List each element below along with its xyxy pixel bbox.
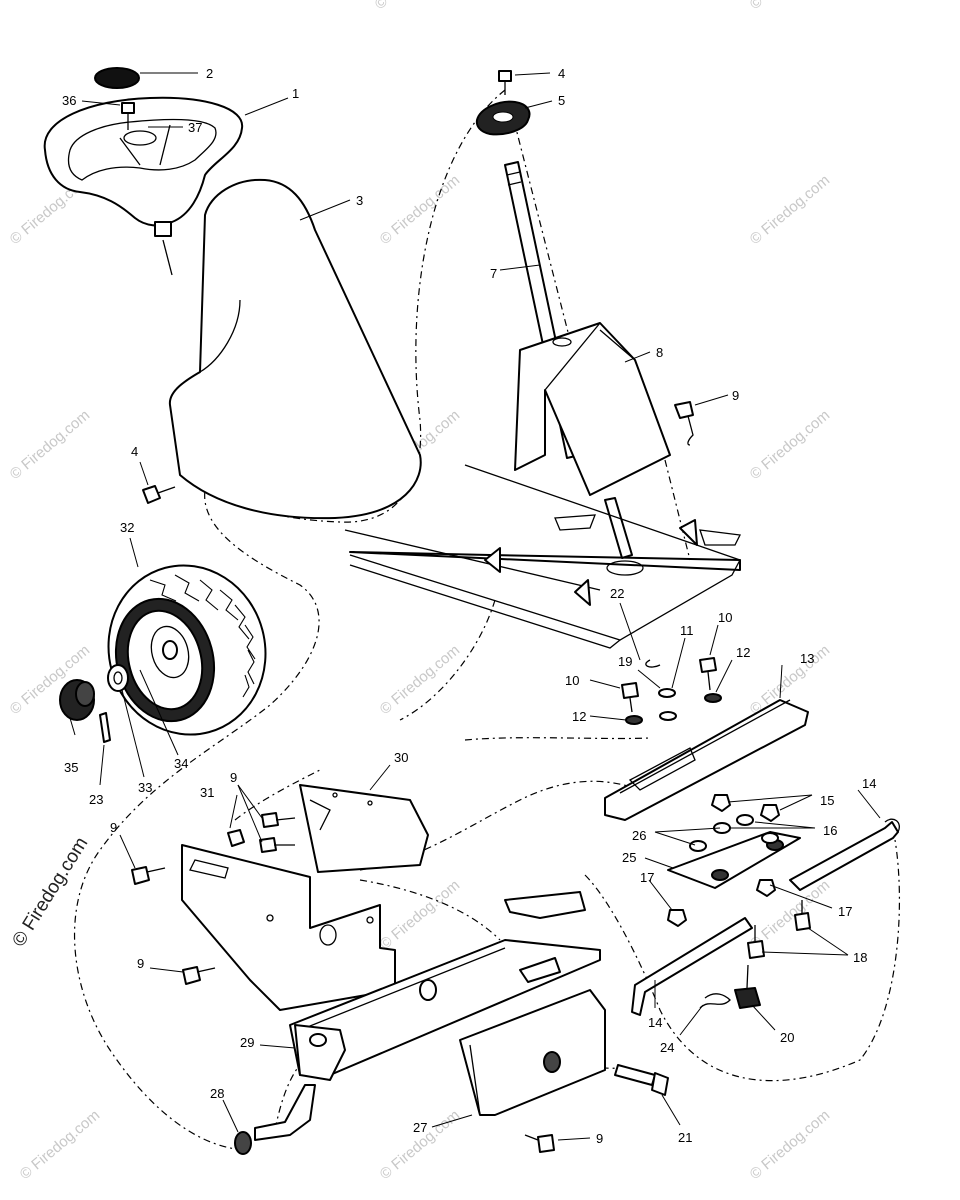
callout-12: 12 xyxy=(736,645,750,660)
callout-9: 9 xyxy=(230,770,237,785)
callout-22: 22 xyxy=(610,586,624,601)
spindle-28 xyxy=(234,1084,316,1155)
watermark: © Firedog.com xyxy=(377,1107,463,1183)
axle-bracket xyxy=(181,844,396,1011)
nut-31 xyxy=(227,829,245,847)
cotter-pin-23 xyxy=(99,712,111,743)
callout-1: 1 xyxy=(292,86,299,101)
ball-joint-20 xyxy=(734,964,761,1009)
callout-28: 28 xyxy=(210,1086,224,1101)
callout-9: 9 xyxy=(596,1131,603,1146)
callout-14: 14 xyxy=(648,1015,662,1030)
watermark: © Firedog.com xyxy=(372,0,458,13)
callout-5: 5 xyxy=(558,93,565,108)
watermark: © Firedog.com xyxy=(377,877,463,953)
bolt-18 xyxy=(747,900,811,959)
callout-11: 11 xyxy=(680,623,694,638)
wheel-cap-35 xyxy=(59,679,95,721)
callout-36: 36 xyxy=(62,93,76,108)
callout-4: 4 xyxy=(131,444,138,459)
callout-33: 33 xyxy=(138,780,152,795)
frame-plate xyxy=(344,464,741,649)
callout-26: 26 xyxy=(632,828,646,843)
callout-27: 27 xyxy=(413,1120,427,1135)
watermark: © Firedog.com xyxy=(747,0,833,13)
nuts-15-16-26 xyxy=(689,794,780,852)
watermark: © Firedog.com xyxy=(7,407,93,483)
callout-9: 9 xyxy=(110,820,117,835)
callout-10: 10 xyxy=(565,673,579,688)
watermark: © Firedog.com xyxy=(377,642,463,718)
washer-33 xyxy=(107,664,129,692)
leader-lines xyxy=(69,72,881,1141)
callout-10: 10 xyxy=(718,610,732,625)
callout-18: 18 xyxy=(853,950,867,965)
bolt-36 xyxy=(121,102,135,130)
callout-31: 31 xyxy=(200,785,214,800)
callout-30: 30 xyxy=(394,750,408,765)
rack-channel-13 xyxy=(604,699,809,821)
callout-2: 2 xyxy=(206,66,213,81)
channel-27 xyxy=(459,989,606,1116)
callout-23: 23 xyxy=(89,792,103,807)
callout-4: 4 xyxy=(558,66,565,81)
nut-17 xyxy=(667,879,776,927)
callout-3: 3 xyxy=(356,193,363,208)
callout-16: 16 xyxy=(823,823,837,838)
steering-support xyxy=(514,322,671,496)
callout-19: 19 xyxy=(618,654,632,669)
steering-wheel-cap xyxy=(94,67,140,89)
clip-24 xyxy=(699,993,731,1009)
callout-37: 37 xyxy=(188,120,202,135)
steering-wheel xyxy=(43,96,244,276)
callout-34: 34 xyxy=(174,756,188,771)
callout-32: 32 xyxy=(120,520,134,535)
callout-12: 12 xyxy=(572,709,586,724)
dash-panel xyxy=(168,178,422,520)
callout-35: 35 xyxy=(64,760,78,775)
pivot-plate-25 xyxy=(667,831,801,889)
callout-17: 17 xyxy=(838,904,852,919)
callout-14: 14 xyxy=(862,776,876,791)
tie-rod-14 xyxy=(631,818,900,1016)
callouts: 2 36 37 1 3 4 5 7 8 9 4 32 22 10 11 13 1… xyxy=(62,66,876,1146)
bushing-5 xyxy=(475,100,531,136)
watermark: © Firedog.com xyxy=(17,1107,103,1183)
mounting-plate-30 xyxy=(299,784,429,873)
watermark: © Firedog.com xyxy=(747,1107,833,1183)
front-axle xyxy=(289,891,601,1076)
spindle-bracket-29 xyxy=(294,1024,346,1081)
callout-25: 25 xyxy=(622,850,636,865)
callout-15: 15 xyxy=(820,793,834,808)
bolt-9-left xyxy=(131,866,216,985)
callout-21: 21 xyxy=(678,1130,692,1145)
bolt-9-upper xyxy=(674,401,694,446)
bolt-4-top xyxy=(498,70,512,95)
callout-9: 9 xyxy=(137,956,144,971)
callout-20: 20 xyxy=(780,1030,794,1045)
front-wheel xyxy=(107,564,267,736)
assembly-lines xyxy=(73,89,900,1151)
hardware-10-12 xyxy=(621,657,722,725)
bolt-21 xyxy=(614,1064,669,1096)
callout-17: 17 xyxy=(640,870,654,885)
callout-29: 29 xyxy=(240,1035,254,1050)
callout-13: 13 xyxy=(800,651,814,666)
watermark: © Firedog.com xyxy=(747,407,833,483)
bolt-9-mid xyxy=(259,812,296,853)
watermark-side: © Firedog.com xyxy=(8,834,92,951)
callout-7: 7 xyxy=(490,266,497,281)
callout-24: 24 xyxy=(660,1040,674,1055)
watermark: © Firedog.com xyxy=(747,172,833,248)
callout-8: 8 xyxy=(656,345,663,360)
bolt-4-left xyxy=(142,485,176,504)
callout-9: 9 xyxy=(732,388,739,403)
bolt-9-bottom xyxy=(524,1134,555,1153)
watermark: © Firedog.com xyxy=(377,172,463,248)
